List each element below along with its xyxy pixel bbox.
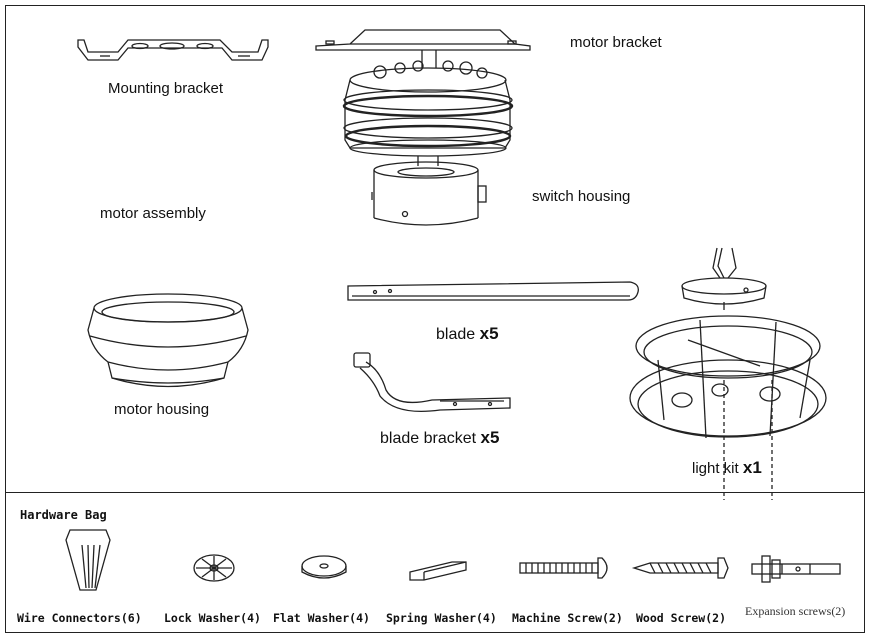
- light-kit-label: light kit x1: [692, 458, 762, 478]
- blade-label: blade x5: [436, 324, 499, 344]
- motor-housing-label: motor housing: [114, 401, 210, 418]
- blade-bracket-label: blade bracket x5: [380, 428, 499, 448]
- hardware-bag-title: Hardware Bag: [20, 508, 107, 522]
- spring-washer-icon: [409, 561, 467, 581]
- light-kit-drawing: [629, 247, 827, 500]
- blade-drawing: [347, 281, 639, 301]
- hardware-item-flat-washer: Flat Washer(4): [273, 611, 370, 625]
- blade-label-text: blade: [436, 326, 476, 343]
- blade-qty: x5: [479, 324, 499, 343]
- hardware-item-expansion-screws: Expansion screws(2): [745, 604, 846, 618]
- motor-bracket-label: motor bracket: [570, 34, 662, 51]
- motor-assembly-label: motor assembly: [100, 205, 206, 222]
- blade-bracket-drawing: [353, 352, 511, 413]
- machine-screw-icon: [519, 557, 608, 579]
- hardware-item-lock-washer: Lock Washer(4): [164, 611, 261, 625]
- hardware-item-wire-connectors: Wire Connectors(6): [17, 611, 142, 625]
- light-kit-qty: x1: [742, 458, 762, 477]
- lock-washer-icon: [193, 554, 235, 582]
- blade-bracket-label-text: blade bracket: [380, 430, 477, 447]
- switch-housing-drawing: [371, 161, 487, 226]
- diagram-frame: [5, 5, 865, 633]
- hardware-divider: [5, 492, 865, 493]
- wood-screw-icon: [631, 557, 729, 579]
- motor-assembly-drawing: [342, 60, 514, 166]
- mounting-bracket-drawing: [77, 39, 269, 61]
- blade-bracket-qty: x5: [480, 428, 500, 447]
- flat-washer-icon: [301, 555, 347, 579]
- motor-housing-drawing: [87, 293, 249, 388]
- switch-housing-label: switch housing: [532, 188, 631, 205]
- light-kit-label-text: light kit: [692, 460, 739, 477]
- wire-connector-icon: [65, 529, 111, 591]
- mounting-bracket-label: Mounting bracket: [108, 80, 224, 97]
- hardware-item-spring-washer: Spring Washer(4): [386, 611, 497, 625]
- hardware-item-machine-screw: Machine Screw(2): [512, 611, 623, 625]
- motor-bracket-drawing: [315, 29, 531, 68]
- hardware-item-wood-screw: Wood Screw(2): [636, 611, 727, 625]
- expansion-screw-icon: [751, 555, 841, 583]
